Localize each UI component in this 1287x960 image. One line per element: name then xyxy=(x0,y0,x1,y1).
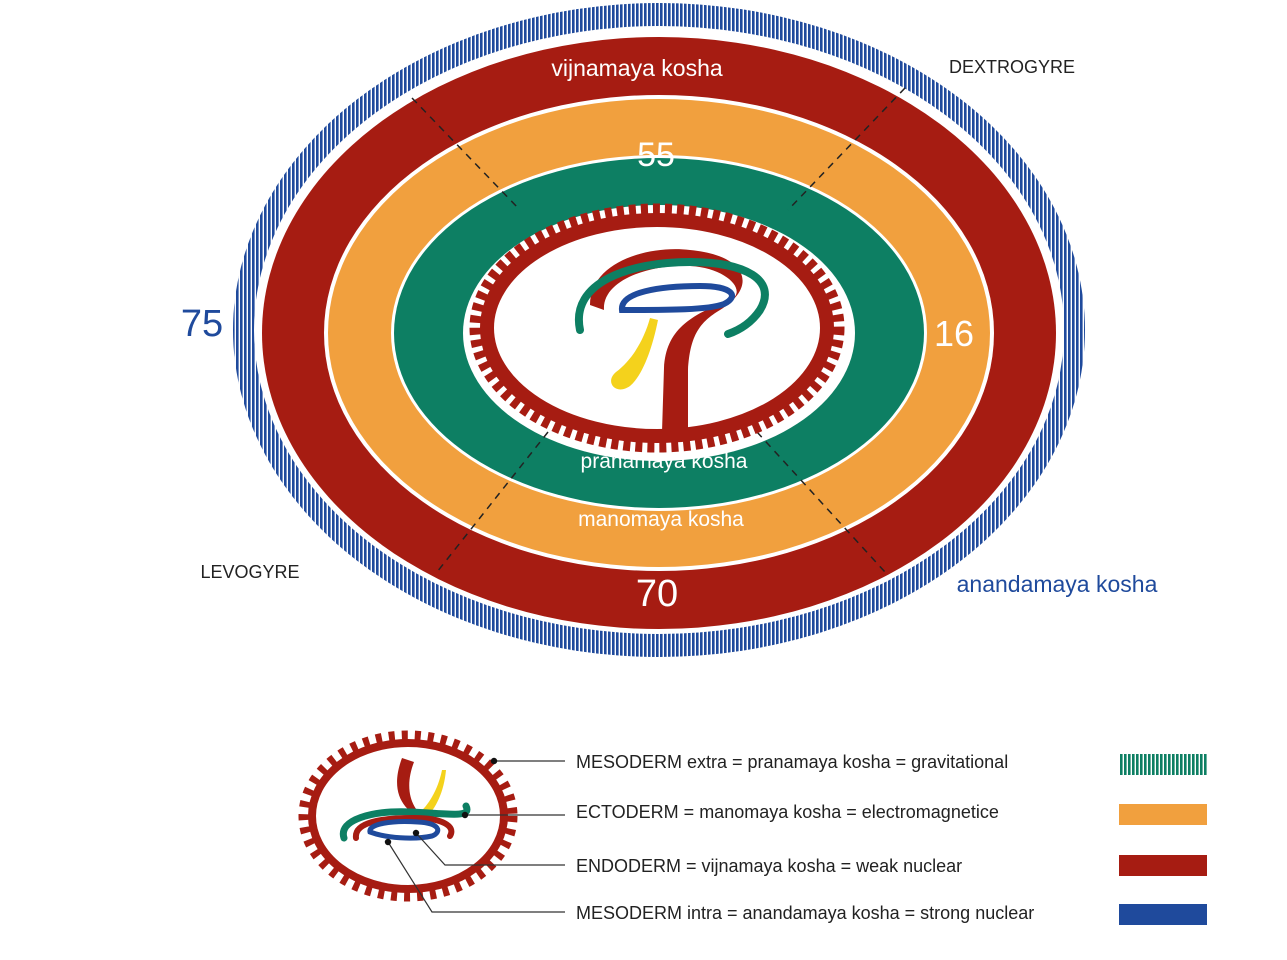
number-16: 16 xyxy=(934,313,974,354)
levogyre-axis-lower xyxy=(756,431,886,573)
legend-swatches xyxy=(1119,754,1207,925)
embryo-serrated-rim xyxy=(469,203,845,453)
label-levogyre: LEVOGYRE xyxy=(200,562,299,582)
embryo-blue-arc xyxy=(619,282,735,314)
legend-item-mesoderm-intra: MESODERM intra = anandamaya kosha = stro… xyxy=(576,903,1035,923)
label-manomaya: manomaya kosha xyxy=(578,508,744,531)
swatch-red xyxy=(1119,855,1207,876)
legend-embryo-fold xyxy=(397,758,430,822)
number-70: 70 xyxy=(636,573,678,615)
leader-dot xyxy=(384,838,392,846)
number-75: 75 xyxy=(181,303,223,345)
leader-endoderm xyxy=(415,832,565,866)
leader-dot xyxy=(412,829,420,837)
legend-leader-dots xyxy=(384,757,498,846)
legend-item-ectoderm: ECTODERM = manomaya kosha = electromagne… xyxy=(576,802,999,822)
embryo-main xyxy=(469,203,845,453)
legend-embryo-yolk xyxy=(415,770,446,822)
swatch-orange xyxy=(1119,804,1207,825)
label-anandamaya: anandamaya kosha xyxy=(957,571,1158,597)
label-vijnamaya: vijnamaya kosha xyxy=(551,55,723,81)
dextrogyre-axis-upper xyxy=(787,87,906,211)
legend-embryo-red-arc xyxy=(353,814,455,841)
swatch-green xyxy=(1119,754,1207,775)
ring-labels: vijnamaya kosha pranamaya kosha manomaya… xyxy=(181,55,1158,615)
label-dextrogyre: DEXTROGYRE xyxy=(949,57,1075,77)
leader-dot xyxy=(490,757,498,765)
legend-leaders xyxy=(387,760,565,913)
embryo-rim xyxy=(480,213,834,443)
legend-item-endoderm: ENDODERM = vijnamaya kosha = weak nuclea… xyxy=(576,856,963,876)
legend-embryo-serrated-rim xyxy=(298,730,518,902)
number-55: 55 xyxy=(637,136,675,174)
legend-embryo-blue-arc xyxy=(367,819,441,841)
embryo-yolk xyxy=(611,318,658,390)
label-pranamaya: pranamaya kosha xyxy=(581,450,748,473)
embryo-green-arc xyxy=(574,257,769,338)
dextrogyre-axis-lower xyxy=(436,431,549,573)
legend-embryo xyxy=(298,730,518,902)
axis-lines xyxy=(411,87,906,573)
leader-dot xyxy=(461,811,469,819)
legend-item-mesoderm-extra: MESODERM extra = pranamaya kosha = gravi… xyxy=(576,752,1009,772)
leader-mesoderm-intra xyxy=(387,841,565,913)
swatch-blue xyxy=(1119,904,1207,925)
